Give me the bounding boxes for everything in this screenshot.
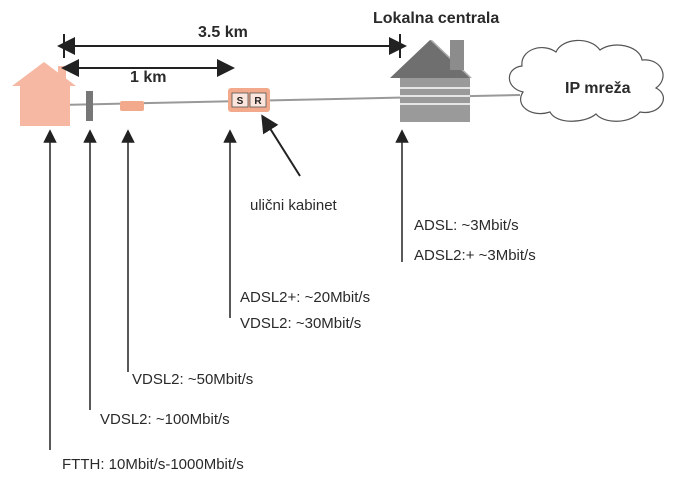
speed-vdsl2-cabinet: VDSL2: ~30Mbit/s <box>240 315 362 332</box>
speed-adsl2plus-cabinet: ADSL2+: ~20Mbit/s <box>240 289 371 306</box>
cloud-label: IP mreža <box>565 80 631 97</box>
street-cabinet-icon: S R <box>228 88 270 112</box>
speed-ftth: FTTH: 10Mbit/s-1000Mbit/s <box>62 456 244 473</box>
speed-vdsl2-pole: VDSL2: ~100Mbit/s <box>100 411 230 428</box>
central-office-label: Lokalna centrala <box>373 10 500 27</box>
cabinet-pointer-arrow <box>261 114 301 177</box>
distance-label-short: 1 km <box>130 69 167 86</box>
distance-label-total: 3.5 km <box>198 24 248 41</box>
cabinet-label: ulični kabinet <box>250 197 337 214</box>
cloud-icon <box>508 39 664 122</box>
home-icon <box>12 62 76 126</box>
speed-adsl: ADSL: ~3Mbit/s <box>414 217 519 234</box>
central-office-icon <box>390 40 472 122</box>
speed-vdsl2-node: VDSL2: ~50Mbit/s <box>132 371 254 388</box>
node-box <box>120 101 144 111</box>
distribution-pole <box>86 91 93 121</box>
cabinet-badge-s: S <box>237 96 244 107</box>
cabinet-badge-r: R <box>254 96 262 107</box>
speed-adsl2plus-central: ADSL2:+ ~3Mbit/s <box>414 247 536 264</box>
